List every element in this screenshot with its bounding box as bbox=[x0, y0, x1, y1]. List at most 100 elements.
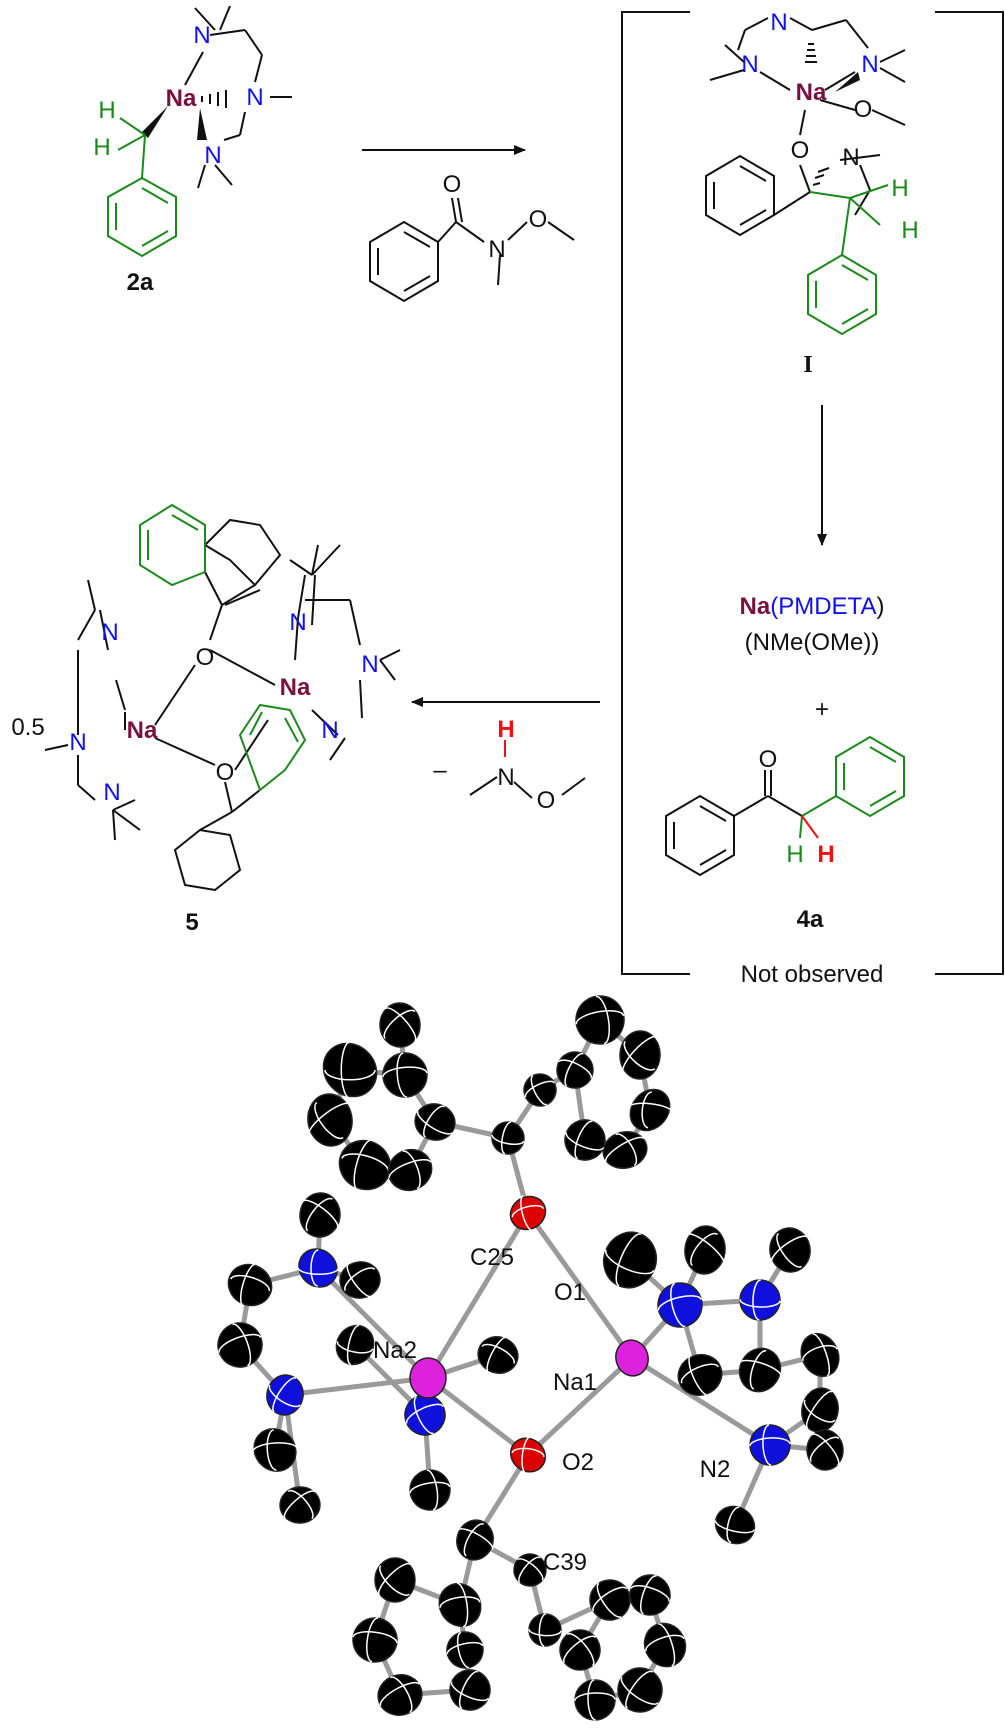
crystal-atom-nitrogen bbox=[657, 1282, 703, 1328]
crystal-atom-nitrogen bbox=[749, 1424, 791, 1466]
crystal-atom-carbon bbox=[800, 1332, 840, 1378]
o-atom-label: O bbox=[537, 787, 556, 814]
compound-2a-benzyl bbox=[107, 117, 177, 258]
n-atom-label: N bbox=[861, 51, 878, 78]
o-atom-label: O bbox=[216, 759, 235, 786]
crystal-atom-carbon bbox=[714, 1505, 756, 1545]
crystal-atom-carbon bbox=[339, 1261, 381, 1299]
crystal-atom-carbon bbox=[338, 1139, 392, 1191]
o-atom-label: O bbox=[196, 644, 215, 671]
n-atom-label: N bbox=[842, 144, 859, 171]
crystal-atom-carbon bbox=[523, 1073, 557, 1107]
crystal-atom-carbon bbox=[252, 1428, 298, 1472]
compound-4a-structure bbox=[665, 770, 803, 877]
crystal-atom-carbon bbox=[806, 1429, 844, 1471]
compound-4a-benzyl bbox=[799, 735, 905, 839]
crystal-atom-carbon bbox=[279, 1486, 321, 1524]
compound-2a-atoms: N N N Na H H bbox=[93, 22, 263, 169]
crystal-label-o2: O2 bbox=[562, 1449, 594, 1476]
o-atom-label: O bbox=[791, 137, 810, 164]
methoxymethylamine-structure bbox=[469, 776, 586, 799]
intermediate-i-structure bbox=[705, 17, 906, 237]
o-atom-label: O bbox=[443, 171, 462, 198]
crystal-atom-carbon bbox=[627, 1088, 673, 1132]
intermediate-i-benzyl bbox=[807, 184, 889, 336]
byproduct-close-paren: ) bbox=[876, 593, 884, 620]
crystal-atom-carbon bbox=[801, 1387, 839, 1433]
n-atom-label: N bbox=[103, 779, 120, 806]
crystal-atom-carbon bbox=[602, 1130, 648, 1170]
h-atom-label: H bbox=[891, 175, 908, 202]
crystal-label-c25: C25 bbox=[470, 1244, 514, 1271]
crystal-atom-carbon bbox=[677, 1353, 723, 1397]
crystal-label-na1: Na1 bbox=[553, 1369, 597, 1396]
byproduct-line1: Na(PMDETA) bbox=[740, 593, 885, 620]
crystal-atom-carbon bbox=[379, 1002, 421, 1048]
crystal-atom-carbon bbox=[491, 1121, 525, 1155]
crystal-bond bbox=[525, 1211, 635, 1360]
methoxymethylamine-atoms: H N O bbox=[497, 716, 555, 814]
crystal-atom-oxygen bbox=[509, 1194, 547, 1232]
compound-2a-wedge-bond bbox=[197, 108, 207, 140]
crystal-atom-carbon bbox=[575, 995, 625, 1045]
compound-4a-atoms: O H H bbox=[759, 746, 835, 868]
h-atom-label: H bbox=[817, 841, 834, 868]
crystal-atom-carbon bbox=[513, 1553, 547, 1587]
minus-sign: – bbox=[433, 757, 447, 784]
n-atom-label: N bbox=[69, 729, 86, 756]
h-atom-label: H bbox=[901, 217, 918, 244]
compound-2a-label: 2a bbox=[127, 269, 154, 296]
h-atom-label: H bbox=[98, 97, 115, 124]
weinreb-amide-structure bbox=[369, 197, 575, 303]
crystal-atom-carbon bbox=[352, 1617, 398, 1663]
crystal-atom-carbon bbox=[382, 1052, 428, 1098]
compound-4a-label: 4a bbox=[797, 906, 824, 933]
n-atom-label: N bbox=[289, 609, 306, 636]
crystal-label-o1: O1 bbox=[554, 1279, 586, 1306]
crystal-label-c39: C39 bbox=[543, 1549, 587, 1576]
crystal-atom-sodium bbox=[615, 1339, 649, 1377]
crystal-atom-carbon bbox=[629, 1574, 671, 1616]
crystal-atom-carbon bbox=[574, 1679, 616, 1721]
crystal-label-n2: N2 bbox=[700, 1456, 731, 1483]
n-atom-label: N bbox=[488, 236, 505, 263]
compound-5-atoms: N N N Na O O Na N N N bbox=[69, 609, 378, 806]
crystal-atom-carbon bbox=[217, 1322, 263, 1368]
crystal-atom-carbon bbox=[377, 1674, 423, 1716]
compound-5-green-phenyls bbox=[139, 503, 307, 792]
n-atom-label: N bbox=[497, 764, 514, 791]
byproduct-line2: (NMe(OMe)) bbox=[745, 629, 880, 656]
plus-sign: + bbox=[815, 696, 829, 723]
crystal-atom-carbon bbox=[335, 1324, 375, 1366]
n-atom-label: N bbox=[193, 22, 210, 49]
crystal-atom-carbon bbox=[374, 1557, 416, 1603]
crystal-bond bbox=[630, 1355, 772, 1448]
crystal-atom-sodium bbox=[409, 1357, 447, 1399]
n-atom-label: N bbox=[321, 717, 338, 744]
stoichiometry-label: 0.5 bbox=[11, 714, 44, 741]
n-atom-label: N bbox=[361, 651, 378, 678]
crystal-atom-carbon bbox=[602, 1231, 658, 1289]
na-atom-label: Na bbox=[796, 79, 827, 106]
n-atom-label: N bbox=[770, 9, 787, 36]
na-atom-label: Na bbox=[280, 674, 311, 701]
crystal-bond bbox=[426, 1376, 530, 1457]
crystal-atom-carbon bbox=[414, 1103, 456, 1141]
byproduct-na: Na bbox=[740, 593, 771, 620]
crystal-atom-oxygen bbox=[509, 1436, 547, 1474]
crystal-atom-nitrogen bbox=[266, 1374, 304, 1416]
intermediate-i-label: I bbox=[803, 352, 812, 378]
compound-2a-structure bbox=[184, 5, 292, 189]
o-atom-label: O bbox=[529, 206, 548, 233]
compound-5-structure bbox=[44, 518, 401, 892]
crystal-atom-carbon bbox=[446, 1631, 484, 1669]
o-atom-label: O bbox=[854, 96, 873, 123]
na-atom-label: Na bbox=[127, 717, 158, 744]
crystal-atom-nitrogen bbox=[404, 1394, 446, 1436]
na-atom-label: Na bbox=[166, 85, 197, 112]
crystal-atom-carbon bbox=[449, 1669, 491, 1711]
crystal-atom-carbon bbox=[322, 1041, 378, 1099]
crystal-atom-carbon bbox=[619, 1030, 661, 1080]
crystal-atom-carbon bbox=[589, 1579, 631, 1621]
